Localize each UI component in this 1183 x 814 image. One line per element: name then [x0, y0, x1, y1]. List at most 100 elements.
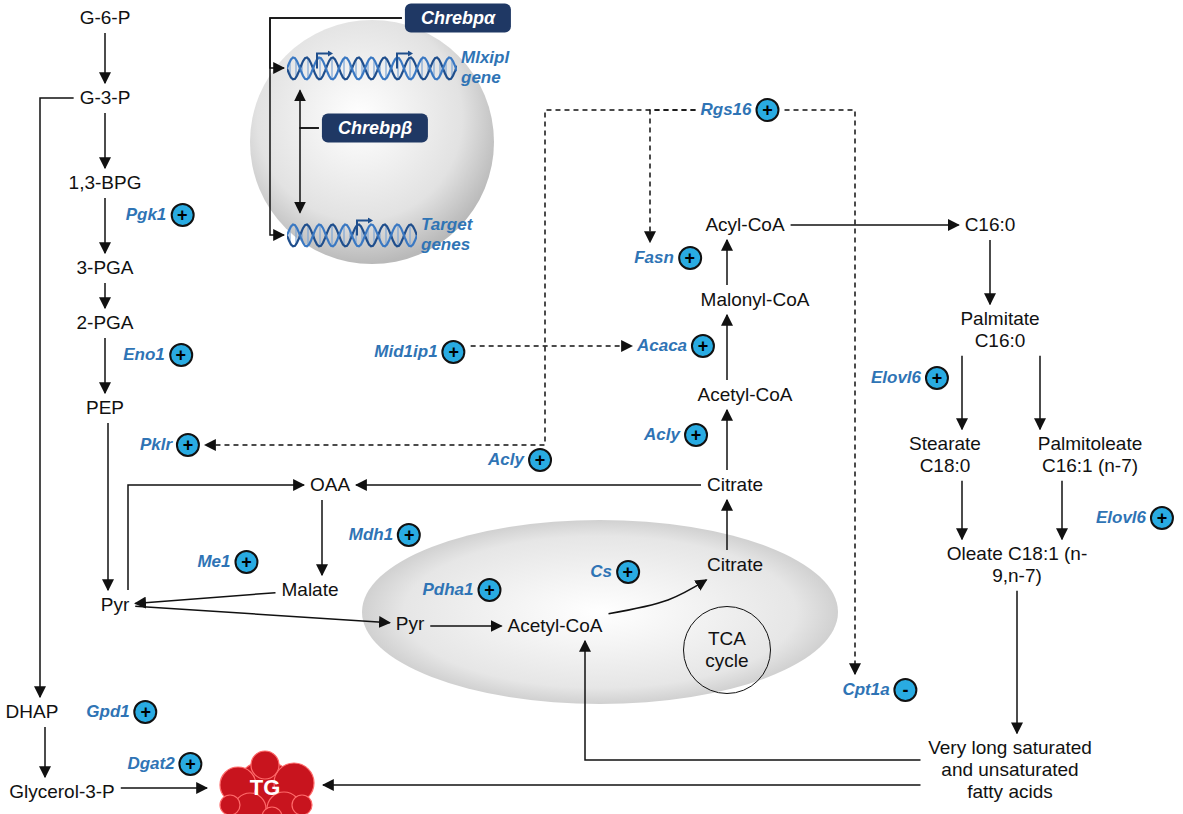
nucleus: [250, 20, 494, 264]
enzyme-name: Mdh1: [349, 525, 393, 545]
enzyme-label: Mid1ip1+: [372, 339, 467, 365]
reaction-arrow: [104, 113, 106, 168]
node-text: Palmitoleate C16:1 (n-7): [1038, 433, 1143, 476]
node-text: Mlxipl gene: [461, 48, 523, 87]
reaction-arrow: [726, 410, 728, 470]
enzyme-name: Pdha1: [422, 580, 473, 600]
tca-cycle-circle: TCA cycle: [683, 606, 771, 694]
enzyme-name: Rgs16: [700, 100, 751, 120]
reaction-arrow: [104, 198, 106, 253]
node-text: Pyr: [396, 613, 425, 634]
metabolite-label: C16:0: [962, 213, 1019, 237]
regulation-badge: +: [691, 334, 715, 358]
reaction-arrow: [726, 240, 728, 285]
metabolite-label: Acetyl-CoA: [504, 614, 605, 638]
enzyme-name: Mid1ip1: [374, 342, 437, 362]
transcription-factor-box: Chrebpβ: [322, 114, 428, 143]
reaction-arrow: [323, 784, 921, 786]
mitochondrion: [362, 520, 838, 704]
node-text: G-3-P: [80, 87, 131, 108]
node-text: Chrebpα: [421, 8, 495, 28]
node-text: DHAP: [6, 701, 59, 722]
reaction-arrow: [961, 356, 963, 429]
regulation-badge: +: [235, 550, 259, 574]
enzyme-label: Dgat2+: [125, 751, 204, 777]
reaction-arrow: [430, 625, 501, 627]
enzyme-label: Cpt1a-: [840, 677, 919, 703]
gene-locus: Target genes: [287, 215, 483, 254]
regulation-badge: +: [170, 203, 194, 227]
node-text: Glycerol-3-P: [9, 781, 115, 802]
metabolite-label: Pyr: [393, 612, 428, 636]
reaction-arrow: [989, 240, 991, 304]
regulation-badge: +: [134, 700, 158, 724]
enzyme-name: Cpt1a: [842, 680, 889, 700]
reaction-arrow: [104, 338, 106, 393]
metabolite-label: OAA: [307, 473, 353, 497]
enzyme-label: Fasn+: [632, 245, 704, 271]
node-text: Pyr: [101, 594, 130, 615]
regulation-arrow: [785, 110, 855, 674]
dna-helix: [287, 50, 457, 86]
metabolite-label: Glycerol-3-P: [6, 780, 118, 804]
metabolite-label: 2-PGA: [73, 311, 136, 335]
regulation-badge: +: [925, 366, 949, 390]
enzyme-label: Pklr+: [138, 432, 202, 458]
enzyme-label: Acaca+: [635, 333, 717, 359]
regulation-arrow: [650, 110, 695, 242]
reaction-arrow: [107, 423, 109, 590]
node-text: TCA cycle: [696, 628, 758, 672]
enzyme-name: Pklr: [140, 435, 172, 455]
enzyme-name: Dgat2: [127, 754, 174, 774]
reaction-arrow: [356, 484, 701, 486]
node-text: 1,3-BPG: [69, 172, 142, 193]
metabolite-label: Citrate: [704, 473, 766, 497]
enzyme-label: Elovl6+: [869, 365, 951, 391]
regulation-arrow: [471, 345, 632, 347]
regulation-badge: +: [756, 98, 780, 122]
reaction-arrow: [609, 580, 707, 614]
node-text: Stearate C18:0: [909, 433, 981, 476]
reaction-arrow: [135, 593, 275, 604]
enzyme-name: Acaca: [637, 336, 687, 356]
enzyme-name: Me1: [197, 552, 230, 572]
enzyme-label: Eno1+: [121, 342, 195, 368]
node-text: Acetyl-CoA: [697, 384, 792, 405]
enzyme-label: Gpd1+: [84, 699, 159, 725]
metabolite-label: Citrate: [704, 553, 766, 577]
enzyme-name: Eno1: [123, 345, 165, 365]
enzyme-name: Fasn: [634, 248, 674, 268]
reaction-arrow: [135, 606, 390, 622]
node-text: Citrate: [707, 474, 763, 495]
reaction-arrow: [300, 128, 319, 212]
enzyme-label: Me1+: [195, 549, 260, 575]
node-text: Acyl-CoA: [705, 214, 784, 235]
enzyme-name: Cs: [590, 562, 612, 582]
regulation-badge: -: [894, 678, 918, 702]
enzyme-label: Rgs16+: [698, 97, 781, 123]
triglyceride-droplet: TG: [210, 747, 320, 814]
reaction-arrow: [121, 787, 207, 789]
reaction-arrow: [321, 500, 323, 575]
enzyme-name: Gpd1: [86, 702, 129, 722]
metabolite-label: DHAP: [3, 700, 62, 724]
regulation-badge: +: [528, 448, 552, 472]
regulation-badge: +: [1150, 506, 1174, 530]
enzyme-label: Elovl6+: [1094, 505, 1176, 531]
regulation-badge: +: [684, 423, 708, 447]
enzyme-name: Elovl6: [871, 368, 921, 388]
reaction-arrow: [300, 91, 319, 128]
node-text: OAA: [310, 474, 350, 495]
node-text: Chrebpβ: [338, 118, 412, 138]
metabolite-label: Pyr: [98, 593, 133, 617]
reaction-arrow: [1061, 481, 1063, 539]
reaction-arrow: [44, 727, 46, 777]
node-text: Malonyl-CoA: [701, 289, 810, 310]
metabolite-label: 3-PGA: [73, 256, 136, 280]
metabolite-label: 1,3-BPG: [66, 171, 145, 195]
reaction-arrow: [585, 641, 921, 760]
metabolite-label: PEP: [83, 396, 127, 420]
